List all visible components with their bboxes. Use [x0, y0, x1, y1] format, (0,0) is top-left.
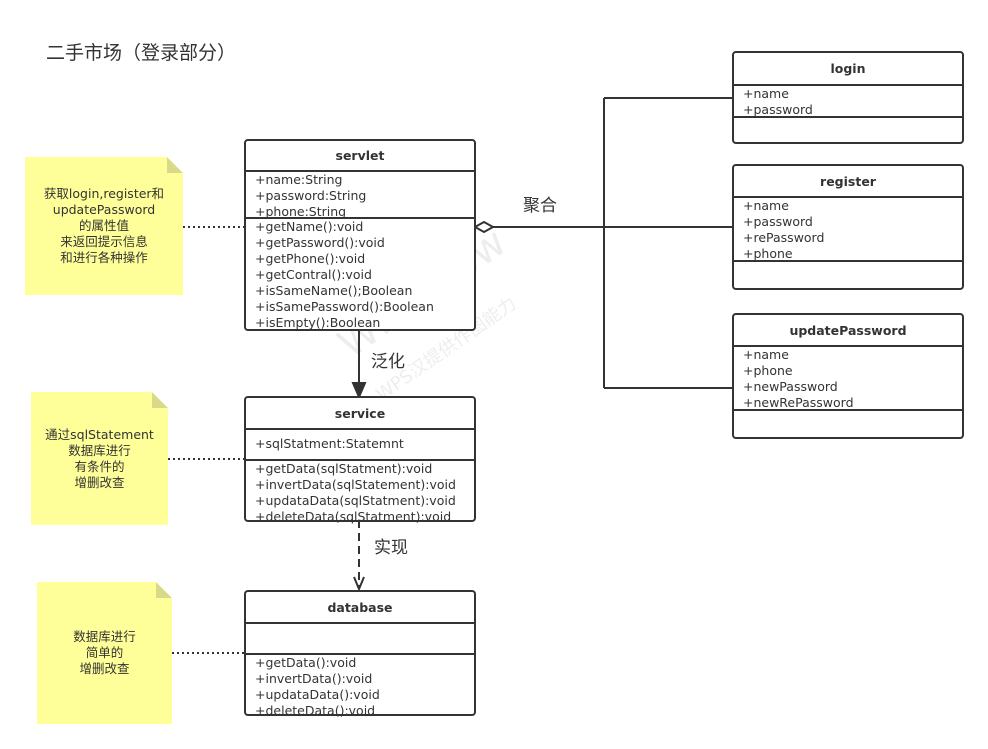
class-name: login — [734, 53, 962, 86]
note-line: 的属性值 — [78, 218, 129, 233]
method: +getPassword():void — [255, 235, 385, 250]
class-database[interactable]: database +getData():void +invertData():v… — [244, 590, 476, 719]
attributes: +name +password +rePassword +phone — [734, 198, 962, 262]
attribute: +phone — [743, 363, 793, 378]
realization-arrow — [353, 576, 365, 592]
class-name: database — [246, 592, 474, 624]
note-line: 增删改查 — [79, 661, 130, 676]
methods: +getName():void +getPassword():void +get… — [246, 219, 474, 331]
class-servlet[interactable]: servlet +name:String +password:String +p… — [244, 139, 476, 331]
class-login[interactable]: login +name +password — [732, 51, 964, 144]
attribute: +password:String — [255, 188, 367, 203]
method: +getData():void — [255, 655, 357, 670]
attribute: +sqlStatment:Statemnt — [255, 436, 404, 451]
note-line: 来返回提示信息 — [60, 234, 148, 249]
attribute: +phone — [743, 246, 793, 261]
attribute: +phone:String — [255, 204, 347, 219]
class-updatePassword[interactable]: updatePassword +name +phone +newPassword… — [732, 313, 964, 439]
note-line: 增删改查 — [74, 474, 125, 490]
method: +updataData():void — [255, 687, 380, 702]
attribute: +newPassword — [743, 379, 838, 394]
attribute: +name — [743, 198, 789, 213]
note-line: 数据库进行 — [73, 629, 136, 644]
realization-label: 实现 — [374, 538, 408, 558]
class-name: service — [246, 398, 474, 430]
note-line: 有条件的 — [74, 458, 125, 474]
note-line: 通过sqlStatement — [45, 426, 154, 442]
method: +getContral():void — [255, 267, 372, 282]
attribute: +password — [743, 214, 813, 229]
methods: +getData():void +invertData():void +upda… — [246, 655, 474, 719]
note-line: 简单的 — [85, 645, 124, 660]
class-register[interactable]: register +name +password +rePassword +ph… — [732, 164, 964, 290]
attributes: +name +phone +newPassword +newRePassword — [734, 347, 962, 411]
method: +invertData(sqlStatement):void — [255, 477, 456, 492]
method: +isSamePassword():Boolean — [255, 299, 434, 314]
aggregation-line — [493, 97, 733, 389]
aggregation-label: 聚合 — [523, 196, 557, 216]
method: +updataData(sqlStatment):void — [255, 493, 456, 508]
attribute: +rePassword — [743, 230, 825, 245]
class-service[interactable]: service +sqlStatment:Statemnt +getData(s… — [244, 396, 476, 525]
note-line: 数据库进行 — [68, 442, 131, 458]
aggregation-diamond — [472, 220, 496, 234]
method: +isSameName();Boolean — [255, 283, 413, 298]
method: +getName():void — [255, 219, 364, 234]
method: +deleteData():void — [255, 703, 376, 718]
method: +invertData():void — [255, 671, 373, 686]
note-service[interactable]: 通过sqlStatement 数据库进行 有条件的 增删改查 — [31, 392, 168, 525]
attributes: +name:String +password:String +phone:Str… — [246, 172, 474, 219]
attributes — [246, 624, 474, 655]
note-database[interactable]: 数据库进行 简单的 增删改查 — [37, 582, 172, 724]
attribute: +name:String — [255, 172, 343, 187]
diagram-title: 二手市场（登录部分） — [46, 42, 237, 64]
attribute: +newRePassword — [743, 395, 854, 410]
note-line: 获取login,register和 — [43, 186, 165, 201]
attribute: +password — [743, 102, 813, 117]
note-line: 和进行各种操作 — [60, 250, 148, 265]
method: +getData(sqlStatment):void — [255, 461, 433, 476]
class-name: updatePassword — [734, 315, 962, 347]
class-name: register — [734, 166, 962, 198]
method: +deleteData(sqlStatment):void — [255, 509, 452, 524]
method: +getPhone():void — [255, 251, 366, 266]
generalization-arrow — [351, 382, 367, 400]
method: +isEmpty():Boolean — [255, 315, 381, 330]
attributes: +sqlStatment:Statemnt — [246, 430, 474, 461]
attributes: +name +password — [734, 86, 962, 118]
attribute: +name — [743, 86, 789, 101]
class-name: servlet — [246, 141, 474, 172]
generalization-label: 泛化 — [371, 352, 405, 372]
methods: +getData(sqlStatment):void +invertData(s… — [246, 461, 474, 525]
note-servlet[interactable]: 获取login,register和 updatePassword 的属性值 来返… — [25, 157, 183, 295]
note-line: updatePassword — [52, 202, 156, 217]
attribute: +name — [743, 347, 789, 362]
